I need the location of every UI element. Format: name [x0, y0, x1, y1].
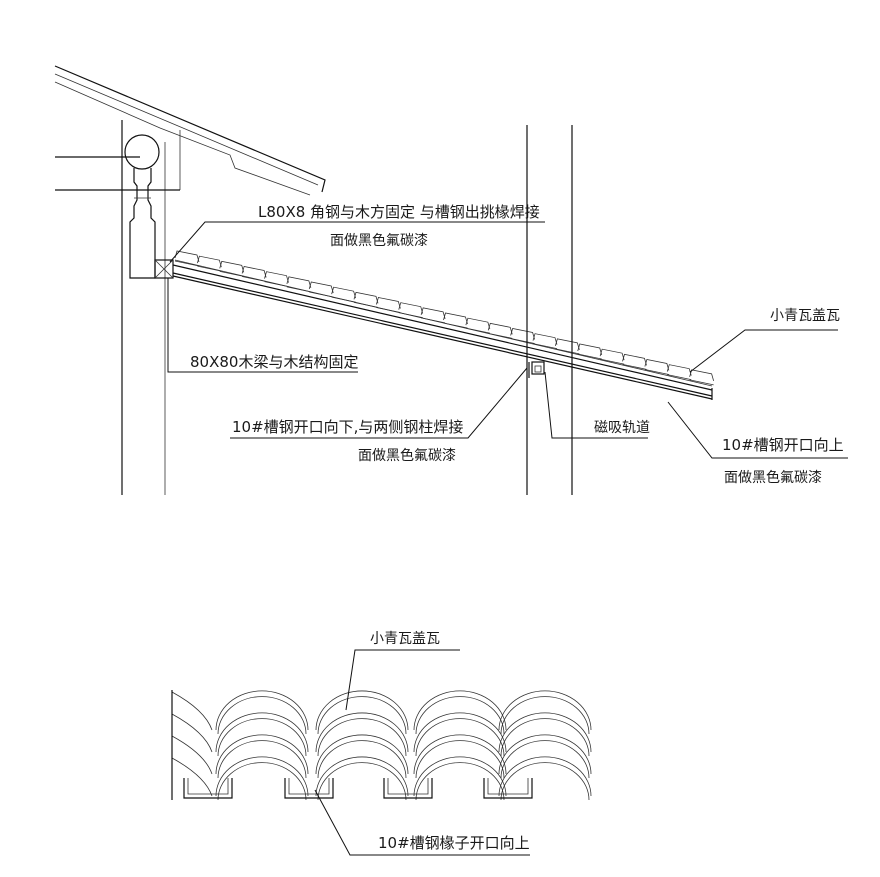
tile [532, 333, 558, 350]
tile-arches [171, 690, 592, 801]
tile [219, 260, 245, 277]
tile-underlay [174, 259, 713, 387]
cover-tile-arch-inner [415, 718, 505, 757]
roof-section-detail: L80X8 角钢与木方固定 与槽钢出挑椽焊接 面做黑色氟碳漆 80X80木梁与木… [54, 65, 848, 495]
edge-tile-arch [171, 757, 213, 797]
cover-tile-arch-inner [500, 718, 590, 757]
label-magnetic-track: 磁吸轨道 [594, 420, 650, 436]
tile [644, 359, 670, 375]
label-angle-steel-finish: 面做黑色氟碳漆 [330, 232, 428, 249]
cover-tile-arch-inner [217, 762, 307, 801]
label-channel-up-finish: 面做黑色氟碳漆 [724, 469, 822, 486]
cover-tile-arch [413, 712, 507, 753]
edge-tile-arch [171, 691, 213, 731]
channel-rafter-section [383, 778, 433, 799]
tile [196, 255, 222, 272]
label-channel-down-finish: 面做黑色氟碳漆 [358, 447, 456, 464]
label-roof-tile: 小青瓦盖瓦 [770, 308, 840, 324]
label-angle-steel: L80X8 角钢与木方固定 与槽钢出挑椽焊接 [258, 203, 540, 221]
cover-tile-arch-inner [415, 762, 505, 801]
channel-rafter [172, 264, 713, 400]
tile-cross-section: 小青瓦盖瓦 10#槽钢椽子开口向上 [171, 631, 592, 856]
tile [286, 276, 312, 293]
channel-rafter-section [483, 778, 533, 799]
tile [264, 271, 289, 288]
label-channel-rafter: 10#槽钢椽子开口向上 [378, 834, 530, 852]
label-roof-tile-bottom: 小青瓦盖瓦 [370, 631, 440, 647]
tile [174, 250, 200, 267]
cover-tile-arch-inner [500, 696, 590, 735]
steel-columns [526, 125, 573, 495]
cover-tile-arch-inner [217, 718, 307, 757]
cover-tile-arch [215, 756, 309, 797]
label-channel-down: 10#槽钢开口向下,与两侧钢柱焊接 [232, 418, 463, 436]
channel-rafter-section [183, 778, 233, 799]
roof-tiles [174, 250, 715, 387]
edge-tile-arch [171, 713, 213, 753]
wood-beam-80x80 [154, 259, 174, 279]
label-wood-beam: 80X80木梁与木结构固定 [190, 353, 358, 371]
cover-tile-arch [498, 690, 592, 731]
cover-tile-arch [315, 712, 409, 753]
edge-tile-arch [171, 735, 213, 775]
cover-tile-arch-inner [415, 740, 505, 779]
cover-tile-arch [413, 756, 507, 797]
tile [622, 353, 647, 370]
channel-rafter-section [284, 778, 334, 799]
channel-rafters [183, 778, 533, 799]
tile [599, 348, 625, 365]
cover-tile-arch-inner [317, 696, 407, 735]
cover-tile-arch-inner [317, 718, 407, 757]
cover-tile-arch-inner [317, 762, 407, 801]
cover-tile-arch [315, 690, 409, 731]
cover-tile-arch [498, 756, 592, 797]
cover-tile-arch [498, 712, 592, 753]
cover-tile-arch [315, 756, 409, 797]
wood-column [55, 120, 180, 495]
cover-tile-arch-inner [500, 762, 590, 801]
column-cap [124, 134, 160, 170]
tile [554, 338, 580, 355]
tile [241, 266, 267, 282]
leaders [167, 221, 848, 459]
cover-tile-arch [413, 690, 507, 731]
cover-tile-arch [215, 690, 309, 731]
cover-tile-arch [215, 712, 309, 753]
cover-tile-arch [315, 734, 409, 775]
cover-tile-arch-inner [500, 740, 590, 779]
cover-tile-arch [215, 734, 309, 775]
tile [689, 369, 715, 386]
label-channel-up: 10#槽钢开口向上 [722, 436, 844, 454]
cover-tile-arch [413, 734, 507, 775]
magnetic-track [528, 361, 545, 378]
tile [577, 343, 603, 360]
cover-tile-arch-inner [317, 740, 407, 779]
tile [666, 364, 692, 381]
cover-tile-arch [498, 734, 592, 775]
cover-tile-arch-inner [217, 740, 307, 779]
tile [308, 281, 334, 298]
cover-tile-arch-inner [415, 696, 505, 735]
cover-tile-arch-inner [217, 696, 307, 735]
upper-eave [54, 65, 326, 495]
